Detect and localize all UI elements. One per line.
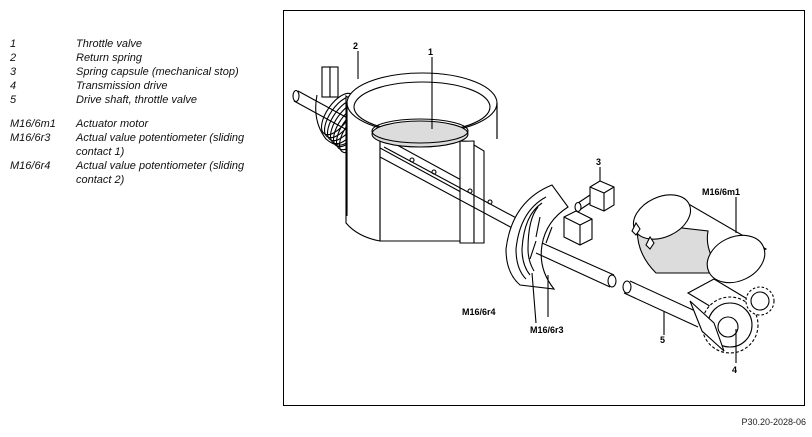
legend-row-r3: M16/6r3 Actual value potentiometer (slid… <box>10 131 272 159</box>
diagram-frame: 1 2 3 4 5 M16/6m1 M16/6r3 M16/6r4 <box>283 10 805 406</box>
legend-text: Actual value potentiometer (sliding cont… <box>76 132 245 158</box>
throttle-housing <box>345 72 498 244</box>
callout-m16-6r4: M16/6r4 <box>462 307 496 317</box>
legend-text: Return spring <box>76 52 143 64</box>
drive-shaft <box>622 280 705 328</box>
figure-reference-code: P30.20-2028-06 <box>741 417 806 427</box>
legend-row-m1: M16/6m1 Actuator motor <box>10 117 272 131</box>
legend-number: 2 <box>10 52 17 64</box>
legend-row-2: 2 Return spring <box>10 51 272 65</box>
callout-2: 2 <box>353 41 358 51</box>
legend-text: Throttle valve <box>76 38 143 50</box>
legend-number: M16/6r3 <box>10 132 51 144</box>
legend-row-5: 5 Drive shaft, throttle valve <box>10 93 272 107</box>
legend-number: M16/6m1 <box>10 118 56 130</box>
legend-number: 4 <box>10 80 17 92</box>
legend-row-1: 1 Throttle valve <box>10 37 272 51</box>
leader-lines <box>357 51 737 363</box>
callout-3: 3 <box>596 157 601 167</box>
spring-capsule <box>574 180 615 213</box>
legend-number: M16/6r4 <box>10 160 51 172</box>
shaft-right <box>535 242 617 288</box>
transmission-drive <box>686 278 775 354</box>
legend-number: 1 <box>10 38 17 50</box>
legend-text: Actuator motor <box>76 118 149 130</box>
legend-row-r4: M16/6r4 Actual value potentiometer (slid… <box>10 159 272 187</box>
legend-row-3: 3 Spring capsule (mechanical stop) <box>10 65 272 79</box>
legend-row-4: 4 Transmission drive <box>10 79 272 93</box>
legend-number: 5 <box>10 94 17 106</box>
legend-text: Drive shaft, throttle valve <box>76 94 198 106</box>
callout-m16-6m1: M16/6m1 <box>702 187 740 197</box>
potentiometer-disc <box>505 184 569 290</box>
actuator-motor <box>631 194 768 284</box>
callout-m16-6r3: M16/6r3 <box>530 325 564 335</box>
exploded-view-diagram: 1 2 3 4 5 M16/6m1 M16/6r3 M16/6r4 <box>292 41 775 375</box>
legend-gap <box>10 107 272 117</box>
legend: 1 Throttle valve 2 Return spring 3 Sprin… <box>10 37 272 187</box>
callout-5: 5 <box>660 335 665 345</box>
legend-text: Transmission drive <box>76 80 168 92</box>
shaft-center <box>379 146 521 231</box>
sensor-block <box>563 210 593 246</box>
legend-text: Spring capsule (mechanical stop) <box>76 66 239 78</box>
callout-1: 1 <box>428 47 433 57</box>
legend-number: 3 <box>10 66 17 78</box>
legend-text: Actual value potentiometer (sliding cont… <box>76 160 245 186</box>
callout-4: 4 <box>732 365 737 375</box>
